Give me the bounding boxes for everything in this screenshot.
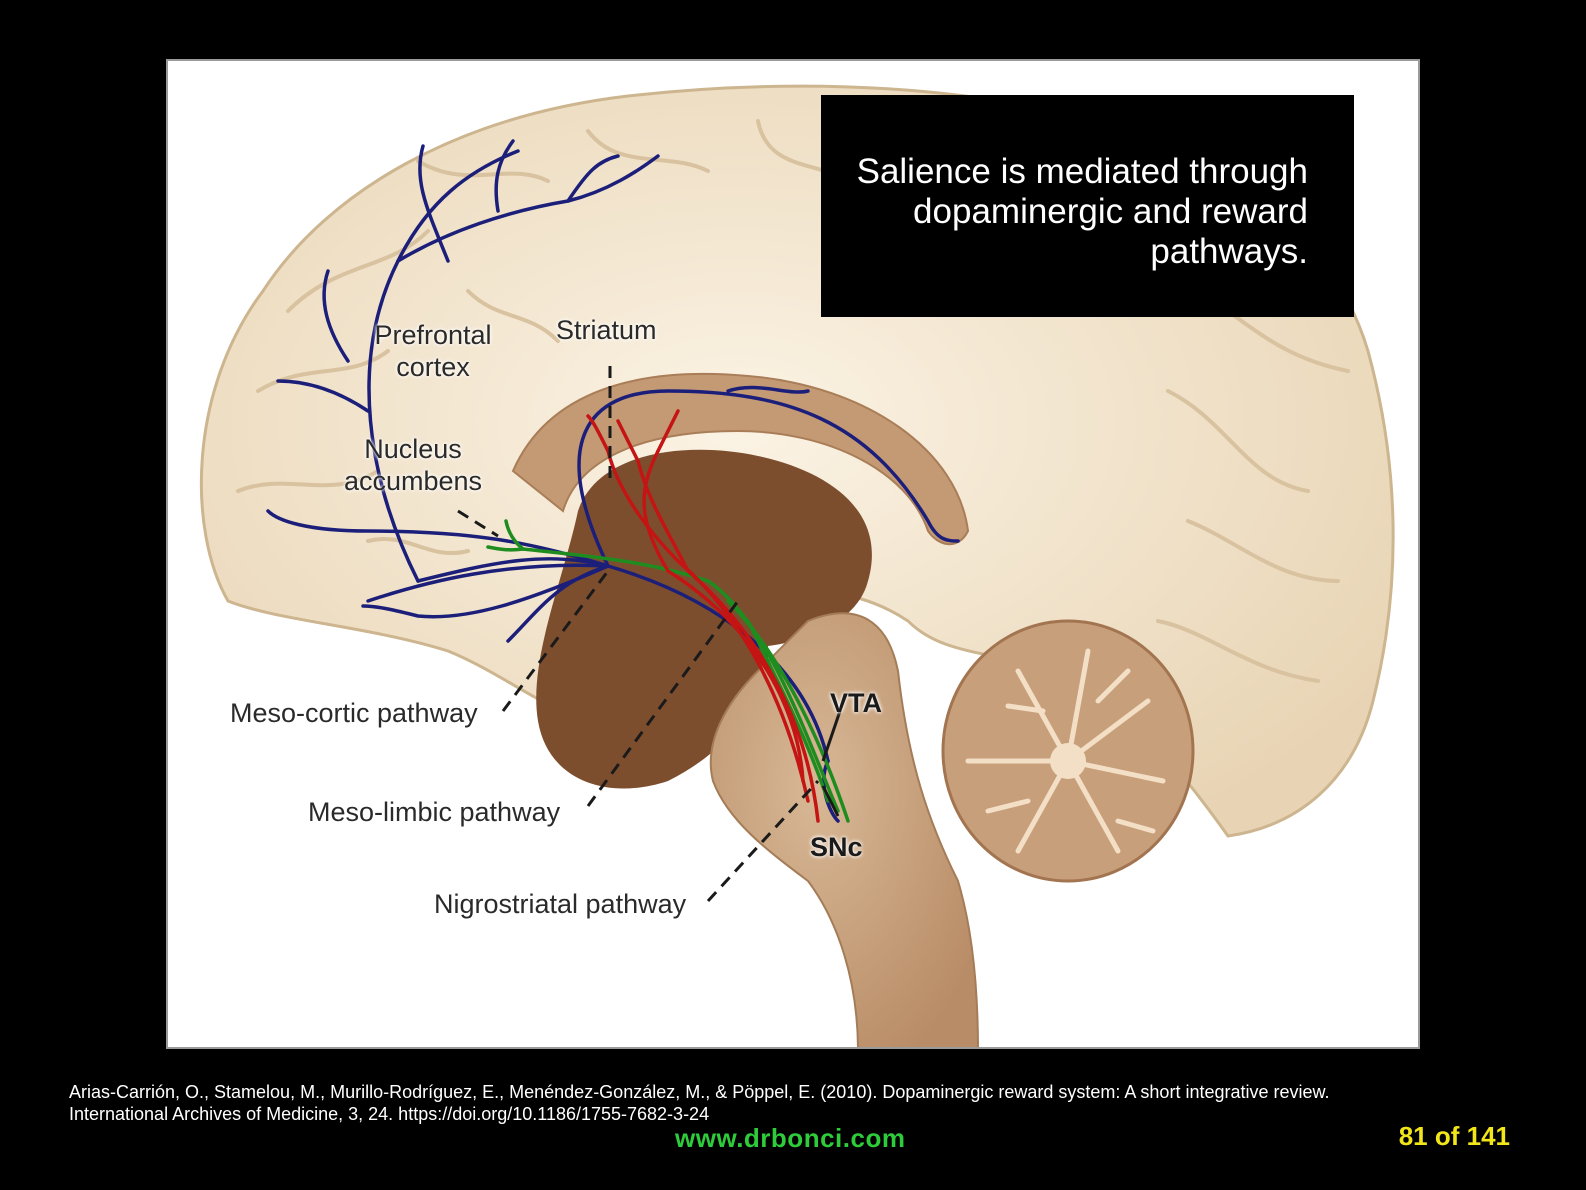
brainstem <box>709 612 979 1047</box>
citation-line2: International Archives of Medicine, 3, 2… <box>69 1104 710 1124</box>
nucleus-label-line1: Nucleus <box>364 434 462 464</box>
thalamus-area <box>536 449 872 789</box>
label-pointers <box>457 366 820 903</box>
prefrontal-label-line2: cortex <box>396 352 470 382</box>
nigrostriatal-pathway <box>586 409 820 823</box>
mesolimbic-pathway <box>486 519 850 823</box>
nucleus-label-line2: accumbens <box>343 466 483 496</box>
prefrontal-cortex-label: Prefrontal cortex <box>358 319 508 383</box>
nigrostriatal-label: Nigrostriatal pathway <box>434 889 687 919</box>
meso-limbic-label: Meso-limbic pathway <box>308 797 561 827</box>
vta-label: VTA <box>830 688 882 718</box>
callout-text: Salience is mediated through dopaminergi… <box>856 152 1308 271</box>
mesocortical-pathway <box>266 139 960 823</box>
striatum-label: Striatum <box>556 315 657 345</box>
vta-snc-pointers <box>821 710 842 817</box>
callout-box: Salience is mediated through dopaminergi… <box>821 95 1354 317</box>
nucleus-accumbens-label: Nucleus accumbens <box>328 433 498 497</box>
cerebellum <box>941 619 1195 883</box>
citation: Arias-Carrión, O., Stamelou, M., Murillo… <box>69 1081 1330 1125</box>
prefrontal-label-line1: Prefrontal <box>374 320 492 350</box>
snc-label: SNc <box>810 832 863 862</box>
website-link[interactable]: www.drbonci.com <box>675 1123 906 1153</box>
slide-number: 81 of 141 <box>1398 1121 1510 1151</box>
meso-cortic-label: Meso-cortic pathway <box>230 698 478 728</box>
citation-line1: Arias-Carrión, O., Stamelou, M., Murillo… <box>69 1082 1330 1102</box>
